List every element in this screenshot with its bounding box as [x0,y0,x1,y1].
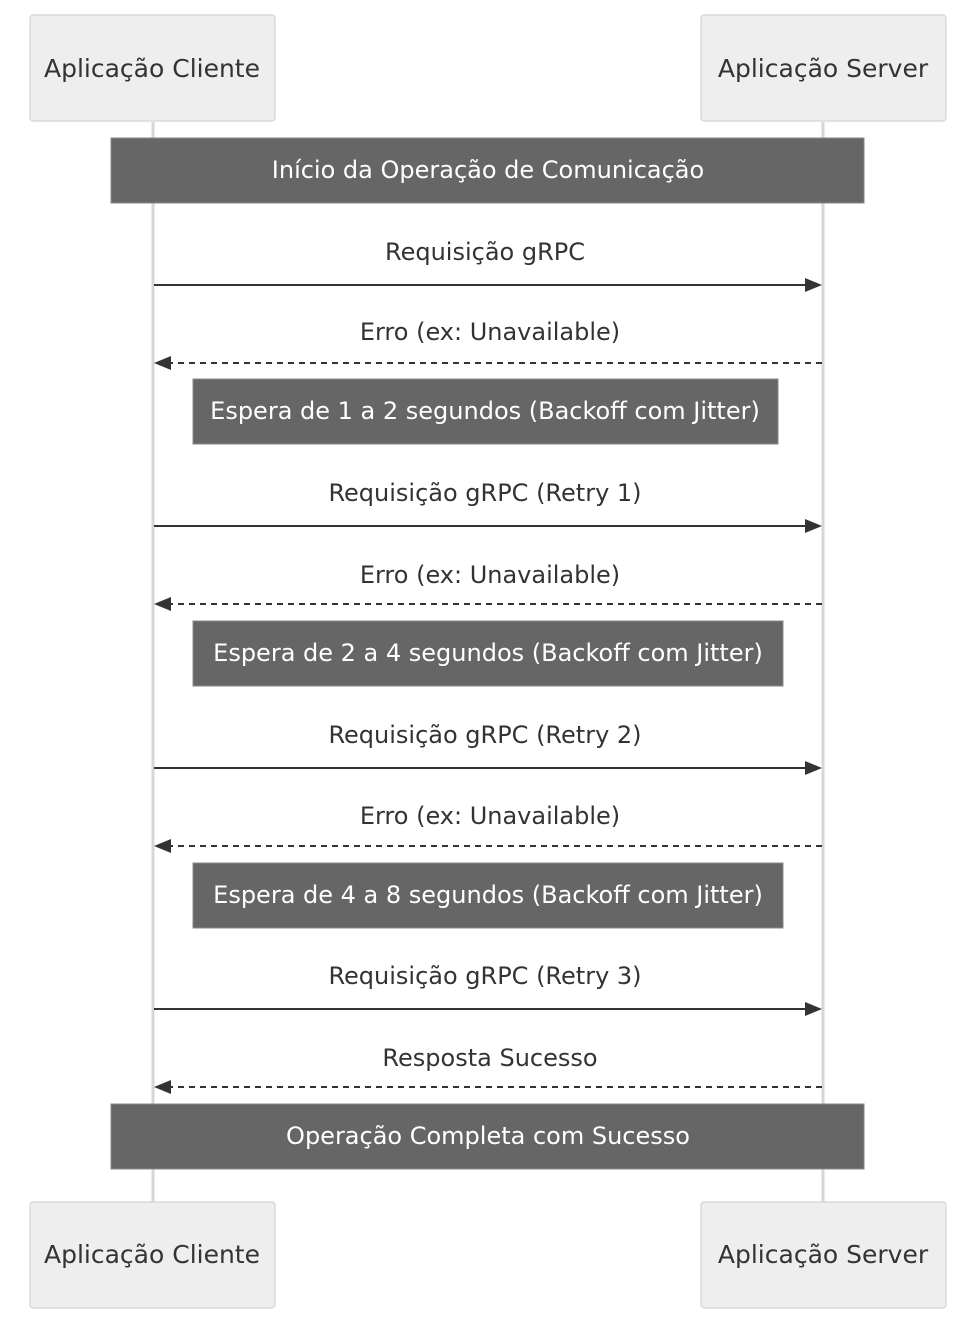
message-request: Requisição gRPC [154,238,822,292]
note-wait-1-text: Espera de 1 a 2 segundos (Backoff com Ji… [210,397,760,425]
note-wait-2: Espera de 2 a 4 segundos (Backoff com Ji… [192,620,784,687]
note-wait-3-text: Espera de 4 a 8 segundos (Backoff com Ji… [213,881,763,909]
message-error-2: Erro (ex: Unavailable) [154,561,822,611]
client-actor-label: Aplicação Cliente [44,1240,260,1269]
arrow-left-icon [154,356,171,370]
message-retry-3-label: Requisição gRPC (Retry 3) [328,962,641,990]
message-request-label: Requisição gRPC [385,238,585,266]
server-actor-label: Aplicação Server [718,54,929,83]
message-retry-2-label: Requisição gRPC (Retry 2) [328,721,641,749]
message-error-2-label: Erro (ex: Unavailable) [360,561,620,589]
client-actor-label: Aplicação Cliente [44,54,260,83]
note-wait-2-text: Espera de 2 a 4 segundos (Backoff com Ji… [213,639,763,667]
server-actor-top: Aplicação Server [700,14,947,122]
note-wait-1: Espera de 1 a 2 segundos (Backoff com Ji… [192,378,779,445]
message-error-3: Erro (ex: Unavailable) [154,802,822,853]
message-error-1-label: Erro (ex: Unavailable) [360,318,620,346]
message-retry-3: Requisição gRPC (Retry 3) [154,962,822,1016]
message-error-3-label: Erro (ex: Unavailable) [360,802,620,830]
note-end-text: Operação Completa com Sucesso [286,1122,690,1150]
client-actor-bottom: Aplicação Cliente [29,1201,276,1309]
note-end: Operação Completa com Sucesso [110,1103,865,1170]
note-start-text: Início da Operação de Comunicação [272,156,704,184]
server-actor-label: Aplicação Server [718,1240,929,1269]
arrow-right-icon [805,278,822,292]
arrow-left-icon [154,597,171,611]
arrow-right-icon [805,761,822,775]
arrow-left-icon [154,1080,171,1094]
server-actor-bottom: Aplicação Server [700,1201,947,1309]
arrow-left-icon [154,839,171,853]
arrow-right-icon [805,519,822,533]
message-success: Resposta Sucesso [154,1044,822,1094]
message-retry-2: Requisição gRPC (Retry 2) [154,721,822,775]
note-start: Início da Operação de Comunicação [110,137,865,204]
client-actor-top: Aplicação Cliente [29,14,276,122]
note-wait-3: Espera de 4 a 8 segundos (Backoff com Ji… [192,862,784,929]
message-retry-1-label: Requisição gRPC (Retry 1) [328,479,641,507]
message-success-label: Resposta Sucesso [382,1044,597,1072]
arrow-right-icon [805,1002,822,1016]
message-error-1: Erro (ex: Unavailable) [154,318,822,370]
message-retry-1: Requisição gRPC (Retry 1) [154,479,822,533]
